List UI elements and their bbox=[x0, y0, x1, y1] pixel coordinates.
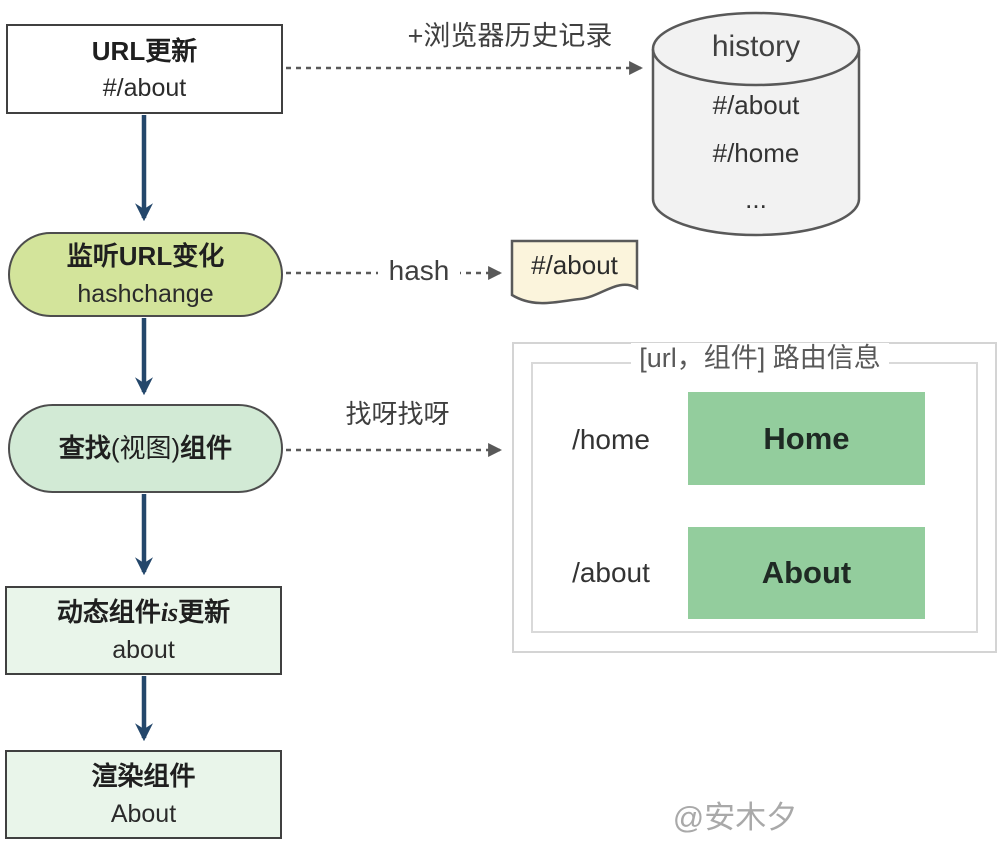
edge-label-hash: hash bbox=[378, 255, 460, 287]
node-subtitle: About bbox=[110, 799, 177, 828]
hash-note-text: #/about bbox=[531, 250, 618, 280]
flow-node-listen-url-change: 监听URL变化 hashchange bbox=[8, 232, 283, 317]
route-panel-title-text: [url，组件] 路由信息 bbox=[631, 343, 889, 373]
title-part-light: (视图) bbox=[110, 433, 181, 464]
edge-label-browser-history: +浏览器历史记录 bbox=[407, 21, 613, 51]
history-item-ellipsis: ... bbox=[745, 184, 767, 214]
node-title: 监听URL变化 bbox=[66, 241, 225, 272]
flow-node-dynamic-component-update: 动态组件is更新 about bbox=[5, 586, 282, 675]
title-part: 更新 bbox=[178, 596, 231, 627]
title-part: 动态组件 bbox=[56, 596, 161, 627]
node-title: URL更新 bbox=[91, 35, 198, 66]
route-panel-title: [url，组件] 路由信息 bbox=[555, 336, 965, 375]
route-component-about: About bbox=[688, 527, 925, 619]
node-title: 渲染组件 bbox=[91, 761, 196, 792]
title-part-italic: is bbox=[160, 597, 179, 627]
flow-node-render-component: 渲染组件 About bbox=[5, 750, 282, 839]
route-url-home: /home bbox=[572, 424, 650, 455]
node-title: 动态组件is更新 bbox=[56, 596, 231, 628]
flow-node-find-component: 查找(视图)组件 bbox=[8, 404, 283, 493]
node-subtitle: hashchange bbox=[77, 279, 214, 308]
route-component-home: Home bbox=[688, 392, 925, 485]
title-part: 组件 bbox=[180, 433, 233, 464]
history-db-title: history bbox=[711, 30, 801, 63]
watermark-signature: @安木夕 bbox=[672, 800, 798, 835]
node-subtitle: about bbox=[112, 636, 175, 665]
node-subtitle: #/about bbox=[102, 74, 187, 103]
history-item: #/home bbox=[712, 138, 800, 168]
route-url-about: /about bbox=[572, 557, 650, 588]
edge-label-find: 找呀找呀 bbox=[345, 399, 450, 429]
node-title: 查找(视图)组件 bbox=[59, 434, 232, 463]
title-part: 查找 bbox=[58, 433, 111, 464]
history-item: #/about bbox=[712, 90, 800, 120]
flow-node-url-update: URL更新 #/about bbox=[6, 24, 283, 114]
